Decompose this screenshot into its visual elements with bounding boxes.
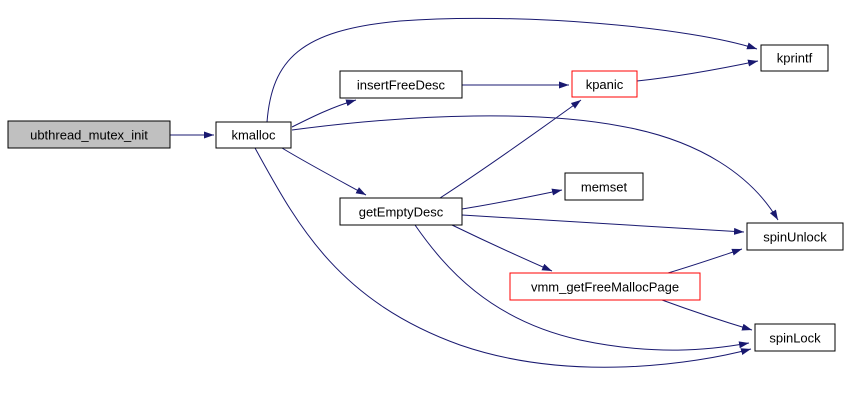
node-label-insertFreeDesc: insertFreeDesc — [357, 78, 446, 93]
node-getEmptyDesc[interactable]: getEmptyDesc — [339, 197, 463, 226]
edge-vmm_getFreeMallocPage-to-spinUnlock — [667, 248, 743, 274]
node-kprintf[interactable]: kprintf — [760, 44, 829, 72]
node-box-vmm_getFreeMallocPage[interactable] — [509, 272, 701, 301]
node-insertFreeDesc[interactable]: insertFreeDesc — [339, 70, 463, 99]
node-box-kmalloc[interactable] — [215, 121, 292, 149]
node-label-kprintf: kprintf — [777, 51, 813, 66]
node-label-spinLock: spinLock — [769, 331, 821, 346]
edge-kmalloc-to-spinUnlock — [291, 115, 779, 221]
edge-vmm_getFreeMallocPage-to-spinLock — [661, 299, 753, 331]
edge-kmalloc-to-kprintf — [266, 17, 758, 123]
node-label-vmm_getFreeMallocPage: vmm_getFreeMallocPage — [531, 280, 679, 295]
node-label-getEmptyDesc: getEmptyDesc — [359, 205, 444, 220]
edge-getEmptyDesc-to-kpanic — [439, 99, 582, 199]
node-label-ubthread_mutex_init: ubthread_mutex_init — [30, 128, 148, 143]
node-label-spinUnlock: spinUnlock — [763, 230, 827, 245]
node-spinUnlock[interactable]: spinUnlock — [746, 222, 844, 251]
node-kmalloc[interactable]: kmalloc — [215, 121, 292, 149]
edge-getEmptyDesc-to-spinLock — [414, 224, 750, 351]
node-box-kpanic[interactable] — [571, 70, 638, 98]
node-box-ubthread_mutex_init[interactable] — [7, 120, 171, 149]
node-label-kpanic: kpanic — [586, 77, 624, 92]
edge-kpanic-to-kprintf — [636, 59, 759, 82]
node-box-kprintf[interactable] — [760, 44, 829, 72]
node-box-spinUnlock[interactable] — [746, 222, 844, 251]
node-box-spinLock[interactable] — [754, 323, 836, 352]
edge-kmalloc-to-insertFreeDesc — [291, 99, 357, 128]
node-vmm_getFreeMallocPage[interactable]: vmm_getFreeMallocPage — [509, 272, 701, 301]
node-ubthread_mutex_init[interactable]: ubthread_mutex_init — [7, 120, 171, 149]
node-memset[interactable]: memset — [564, 172, 644, 201]
edge-getEmptyDesc-to-memset — [461, 188, 563, 210]
node-box-getEmptyDesc[interactable] — [339, 197, 463, 226]
node-box-memset[interactable] — [564, 172, 644, 201]
node-spinLock[interactable]: spinLock — [754, 323, 836, 352]
edge-getEmptyDesc-to-spinUnlock — [461, 214, 745, 235]
edge-kmalloc-to-spinLock — [254, 147, 752, 368]
edge-getEmptyDesc-to-vmm_getFreeMallocPage — [451, 224, 553, 272]
node-kpanic[interactable]: kpanic — [571, 70, 638, 98]
node-label-memset: memset — [581, 180, 628, 195]
node-box-insertFreeDesc[interactable] — [339, 70, 463, 99]
edge-kmalloc-to-getEmptyDesc — [281, 147, 367, 196]
node-label-kmalloc: kmalloc — [231, 128, 276, 143]
